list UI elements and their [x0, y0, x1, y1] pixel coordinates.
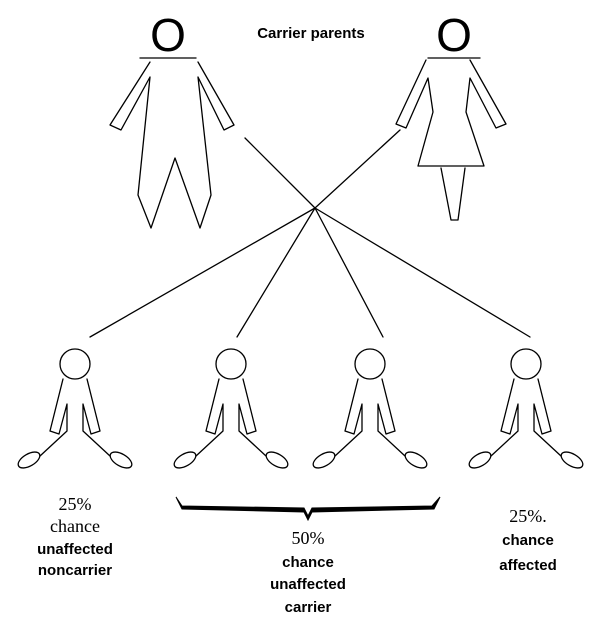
- outcome-1-line2: noncarrier: [37, 562, 113, 579]
- line-to-child-3: [314, 207, 384, 338]
- mother-figure: [395, 59, 507, 167]
- outcome-3-chance: chance: [502, 532, 554, 549]
- child-figure-1: [17, 348, 133, 469]
- mother-figure-leg: [440, 167, 466, 221]
- outcome-2-line1: unaffected: [270, 576, 346, 593]
- mother-symbol: O: [436, 9, 472, 61]
- line-to-child-2: [236, 207, 316, 338]
- child-figure-4: [468, 348, 584, 469]
- line-to-child-1: [89, 207, 316, 338]
- outcome-2-line2: carrier: [284, 599, 332, 616]
- outcome-1-line1: unaffected: [37, 541, 113, 558]
- child-figure-3: [312, 348, 428, 469]
- father-figure: [109, 61, 235, 229]
- mother-to-offspring-line: [314, 129, 401, 209]
- line-to-child-4: [314, 207, 531, 338]
- outcome-2-chance: chance: [282, 554, 334, 571]
- outcome-3-percent: 25%.: [509, 506, 547, 526]
- outcome-2-percent: 50%: [291, 528, 325, 548]
- child-figure-2: [173, 348, 289, 469]
- outcome-1-percent: 25%: [58, 494, 92, 514]
- outcome-1-chance: chance: [50, 516, 100, 536]
- outcome-3-line1: affected: [499, 557, 557, 574]
- diagram-title: Carrier parents: [257, 25, 365, 42]
- carrier-bracket: [175, 496, 441, 522]
- father-to-offspring-line: [244, 137, 316, 209]
- father-symbol: O: [150, 9, 186, 61]
